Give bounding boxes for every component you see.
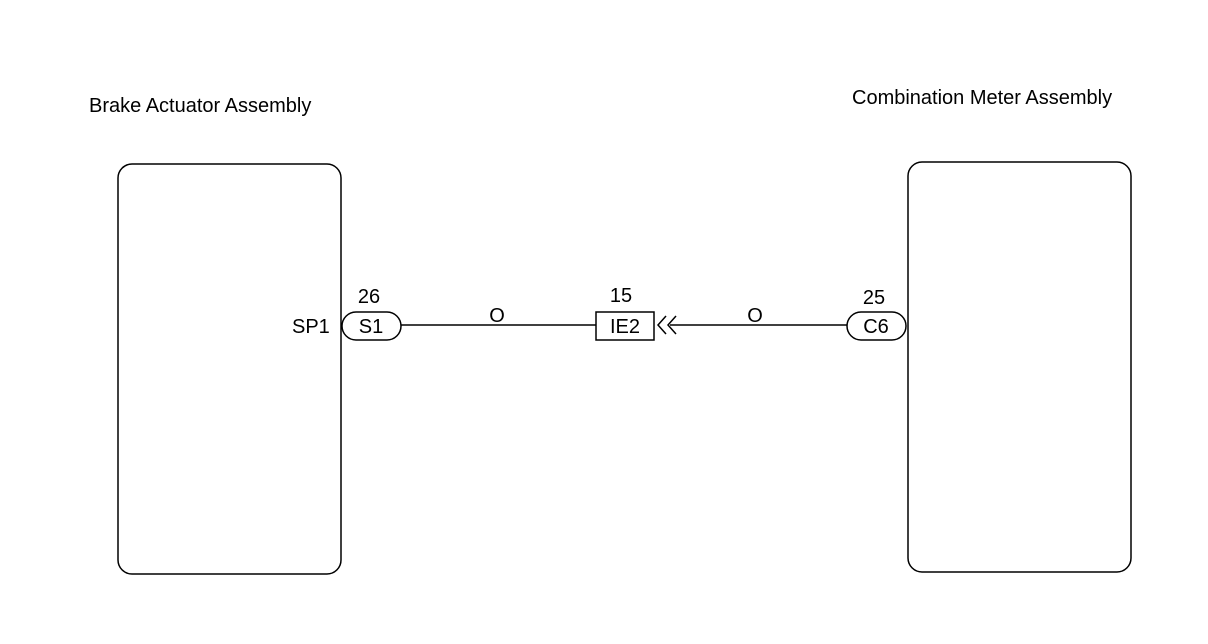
- connector-label-c6: C6: [863, 316, 889, 338]
- terminal-label-sp1: SP1: [292, 316, 330, 338]
- connector-oval-s1: [341, 311, 402, 341]
- connector-label-ie2: IE2: [610, 316, 640, 338]
- connector-arrow-icon: [666, 315, 677, 335]
- pin-number-26: 26: [358, 286, 380, 308]
- brake-actuator-box: [117, 163, 342, 575]
- brake-actuator-title: Brake Actuator Assembly: [89, 95, 311, 117]
- connector-arrow-icon: [656, 315, 667, 335]
- wire-color-right: O: [747, 305, 763, 327]
- connector-label-s1: S1: [359, 316, 383, 338]
- pin-number-25: 25: [863, 287, 885, 309]
- connector-box-ie2: [595, 311, 655, 341]
- pin-number-15: 15: [610, 285, 632, 307]
- wire-color-left: O: [489, 305, 505, 327]
- combination-meter-box: [907, 161, 1132, 573]
- combination-meter-title: Combination Meter Assembly: [852, 87, 1112, 109]
- connector-oval-c6: [846, 311, 907, 341]
